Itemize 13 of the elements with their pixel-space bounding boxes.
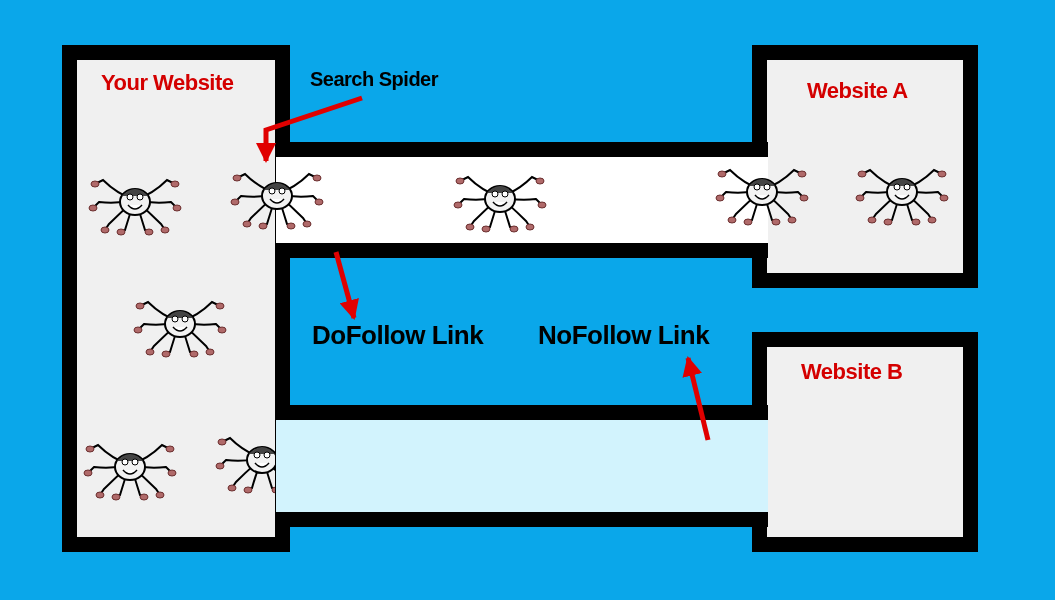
arrow bbox=[256, 95, 363, 163]
callout-text: Search Spider bbox=[310, 68, 440, 91]
arrow bbox=[333, 251, 359, 320]
website-box bbox=[752, 45, 978, 288]
callout-text: DoFollow Link bbox=[312, 320, 485, 351]
website-title: Website A bbox=[807, 78, 909, 104]
arrow bbox=[682, 356, 711, 441]
website-title: Website B bbox=[801, 359, 904, 385]
link-corridor bbox=[276, 405, 768, 527]
website-title: Your Website bbox=[101, 70, 235, 96]
callout-text: NoFollow Link bbox=[538, 320, 711, 351]
link-corridor bbox=[276, 142, 768, 258]
website-box bbox=[752, 332, 978, 552]
